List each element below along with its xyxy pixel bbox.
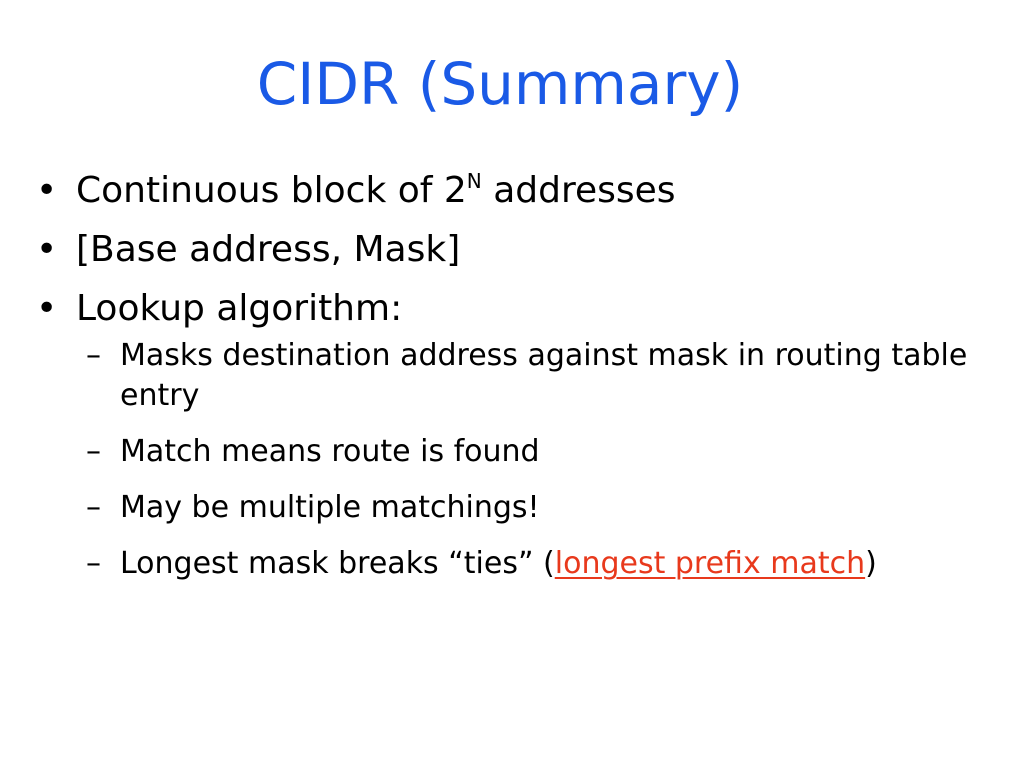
sub-bullet-marker: – (86, 490, 101, 525)
sub-bullet-text: May be multiple matchings! (120, 490, 540, 525)
longest-prefix-match-link[interactable]: longest prefix match (554, 546, 866, 581)
bullet-text: Lookup algorithm: (76, 288, 403, 329)
sub-bullet-item: – Longest mask breaks “ties” (longest pr… (30, 544, 1020, 584)
sub-bullet-list: – Masks destination address against mask… (30, 336, 1020, 584)
sub-bullet-marker: – (86, 434, 101, 469)
bullet-list: • Continuous block of 2N addresses • [Ba… (30, 168, 1020, 600)
sub-bullet-text: Masks destination address against mask i… (120, 338, 968, 413)
sub-bullet-marker: – (86, 546, 101, 581)
superscript-n: N (466, 169, 482, 193)
bullet-item: • Lookup algorithm: (30, 286, 1020, 332)
sub-bullet-item: – Masks destination address against mask… (30, 336, 1000, 416)
bullet-text: [Base address, Mask] (76, 229, 461, 270)
sub-bullet-item: – May be multiple matchings! (30, 488, 1020, 528)
sub-bullet-text: Match means route is found (120, 434, 540, 469)
bullet-marker: • (36, 170, 58, 211)
bullet-text: addresses (481, 170, 676, 211)
bullet-marker: • (36, 229, 58, 270)
sub-bullet-text: Longest mask breaks “ties” ( (120, 546, 555, 581)
bullet-marker: • (36, 288, 58, 329)
sub-bullet-text: ) (865, 546, 877, 581)
bullet-item: • Continuous block of 2N addresses (30, 168, 1020, 214)
sub-bullet-item: – Match means route is found (30, 432, 1020, 472)
bullet-item: • [Base address, Mask] (30, 227, 1020, 273)
bullet-text: Continuous block of 2 (76, 170, 467, 211)
sub-bullet-marker: – (86, 338, 101, 373)
slide-title: CIDR (Summary) (256, 50, 744, 118)
